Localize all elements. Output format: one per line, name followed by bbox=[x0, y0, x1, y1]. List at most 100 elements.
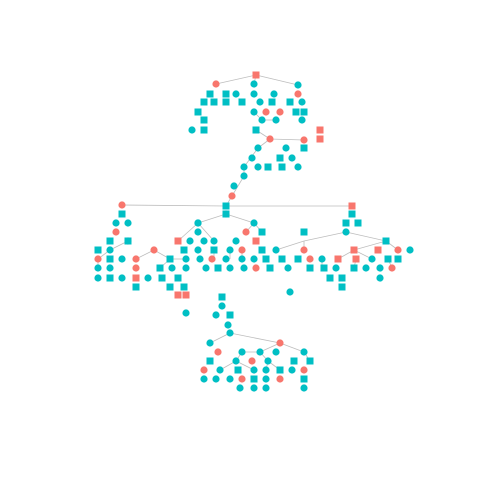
square-node bbox=[182, 291, 190, 299]
square-node bbox=[180, 283, 188, 291]
circle-node bbox=[200, 375, 208, 383]
circle-node bbox=[216, 366, 224, 374]
edge-line bbox=[197, 222, 215, 242]
circle-node bbox=[248, 357, 256, 365]
circle-node bbox=[252, 264, 260, 272]
circle-node bbox=[250, 384, 258, 392]
square-node bbox=[338, 274, 346, 282]
circle-node bbox=[276, 108, 284, 116]
circle-node bbox=[276, 339, 284, 347]
circle-node bbox=[270, 90, 278, 98]
edge-line bbox=[209, 332, 231, 344]
circle-node bbox=[294, 90, 302, 98]
circle-node bbox=[212, 80, 220, 88]
square-node bbox=[276, 154, 284, 162]
square-node bbox=[290, 357, 298, 365]
circle-node bbox=[208, 255, 216, 263]
circle-node bbox=[132, 264, 140, 272]
square-node bbox=[226, 311, 234, 319]
circle-node bbox=[182, 255, 190, 263]
circle-node bbox=[194, 228, 202, 236]
circle-node bbox=[232, 357, 240, 365]
circle-node bbox=[256, 98, 264, 106]
circle-node bbox=[298, 98, 306, 106]
circle-node bbox=[286, 288, 294, 296]
square-node bbox=[252, 126, 260, 134]
circle-node bbox=[226, 329, 234, 337]
square-node bbox=[316, 135, 324, 143]
square-node bbox=[350, 246, 358, 254]
square-node bbox=[210, 246, 218, 254]
circle-node bbox=[212, 375, 220, 383]
square-node bbox=[294, 255, 302, 263]
circle-node bbox=[262, 375, 270, 383]
circle-node bbox=[300, 384, 308, 392]
node-layer bbox=[94, 71, 414, 392]
square-node bbox=[276, 366, 284, 374]
square-node bbox=[174, 274, 182, 282]
square-node bbox=[252, 71, 260, 79]
square-node bbox=[300, 108, 308, 116]
square-node bbox=[200, 98, 208, 106]
edge-line bbox=[279, 342, 305, 353]
circle-node bbox=[226, 264, 234, 272]
circle-node bbox=[240, 264, 248, 272]
circle-node bbox=[232, 90, 240, 98]
edge-line bbox=[259, 342, 281, 353]
square-node bbox=[156, 264, 164, 272]
square-node bbox=[350, 264, 358, 272]
circle-node bbox=[200, 366, 208, 374]
circle-node bbox=[238, 255, 246, 263]
square-node bbox=[352, 255, 360, 263]
circle-node bbox=[298, 116, 306, 124]
circle-node bbox=[150, 246, 158, 254]
circle-node bbox=[168, 264, 176, 272]
circle-node bbox=[118, 274, 126, 282]
square-node bbox=[286, 98, 294, 106]
circle-node bbox=[188, 126, 196, 134]
edge-layer bbox=[97, 74, 399, 371]
circle-node bbox=[182, 264, 190, 272]
square-node bbox=[306, 264, 314, 272]
square-node bbox=[106, 255, 114, 263]
square-node bbox=[194, 108, 202, 116]
circle-node bbox=[194, 246, 202, 254]
square-node bbox=[180, 246, 188, 254]
circle-node bbox=[132, 255, 140, 263]
circle-node bbox=[318, 255, 326, 263]
circle-node bbox=[262, 366, 270, 374]
circle-node bbox=[144, 274, 152, 282]
circle-node bbox=[222, 210, 230, 218]
circle-node bbox=[368, 255, 376, 263]
square-node bbox=[174, 291, 182, 299]
circle-node bbox=[362, 264, 370, 272]
circle-node bbox=[228, 192, 236, 200]
circle-node bbox=[236, 384, 244, 392]
circle-node bbox=[250, 90, 258, 98]
square-node bbox=[200, 116, 208, 124]
square-node bbox=[306, 357, 314, 365]
square-node bbox=[300, 144, 308, 152]
circle-node bbox=[212, 311, 220, 319]
circle-node bbox=[258, 116, 266, 124]
edge-line bbox=[121, 204, 227, 207]
circle-node bbox=[238, 375, 246, 383]
circle-node bbox=[240, 163, 248, 171]
circle-node bbox=[210, 237, 218, 245]
circle-node bbox=[94, 264, 102, 272]
square-node bbox=[374, 246, 382, 254]
edge-line bbox=[255, 74, 299, 86]
square-node bbox=[132, 274, 140, 282]
square-node bbox=[334, 255, 342, 263]
circle-node bbox=[232, 237, 240, 245]
circle-node bbox=[230, 182, 238, 190]
circle-node bbox=[196, 255, 204, 263]
circle-node bbox=[224, 321, 232, 329]
square-node bbox=[258, 246, 266, 254]
square-node bbox=[348, 210, 356, 218]
square-node bbox=[206, 90, 214, 98]
square-node bbox=[262, 255, 270, 263]
circle-node bbox=[214, 348, 222, 356]
